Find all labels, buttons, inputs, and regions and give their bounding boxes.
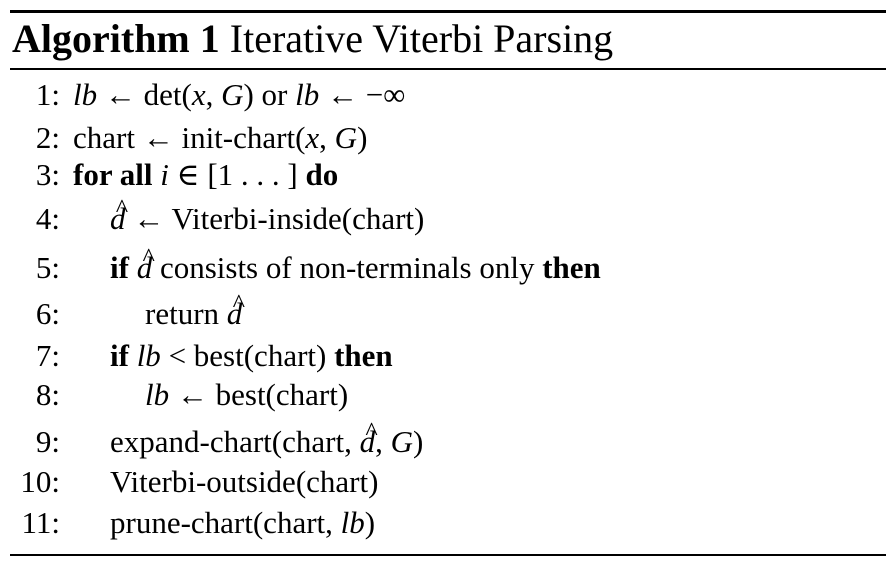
line-code: if d^ consists of non-terminals only the… bbox=[110, 243, 601, 289]
math-variable: lb bbox=[136, 338, 161, 373]
code-text: expand-chart(chart, bbox=[110, 424, 360, 459]
line-code: if lb < best(chart) then bbox=[110, 335, 393, 377]
code-text: chart ← init-chart( bbox=[73, 120, 306, 155]
line-code: lb ← best(chart) bbox=[145, 374, 348, 416]
hat-accent: ^ bbox=[365, 417, 378, 446]
hat-accent: ^ bbox=[115, 194, 129, 223]
caption-rule bbox=[10, 68, 886, 70]
hat-accent: ^ bbox=[232, 289, 245, 318]
line-number: 3: bbox=[35, 157, 60, 192]
line-code: for all i ∈ [1 . . . ] do bbox=[73, 154, 338, 196]
keyword: if bbox=[110, 338, 129, 373]
code-text: ← Viterbi-inside(chart) bbox=[125, 201, 425, 236]
line-code: d^ ← Viterbi-inside(chart) bbox=[110, 194, 425, 240]
code-text bbox=[129, 250, 137, 285]
math-variable: d bbox=[359, 424, 376, 459]
code-text: ← −∞ bbox=[319, 77, 406, 112]
code-text: ∈ [1 . . . ] bbox=[168, 157, 306, 192]
code-text: ) bbox=[412, 424, 424, 459]
math-variable: lb bbox=[340, 505, 365, 540]
line-number: 5: bbox=[35, 250, 60, 285]
code-text: ← det( bbox=[97, 77, 192, 112]
math-variable: x bbox=[305, 120, 320, 155]
keyword: if bbox=[110, 250, 129, 285]
line-number: 2: bbox=[35, 120, 60, 155]
code-text: return bbox=[145, 296, 227, 331]
code-text: ) bbox=[357, 120, 368, 155]
line-number: 11: bbox=[21, 505, 60, 540]
keyword: do bbox=[305, 157, 339, 192]
line-number: 1: bbox=[35, 77, 60, 112]
code-text: prune-chart(chart, bbox=[110, 505, 341, 540]
math-variable-d-hat: d^ bbox=[136, 243, 155, 289]
line-number: 10: bbox=[20, 464, 60, 499]
code-text: consists of non-terminals only bbox=[152, 250, 543, 285]
line-code: expand-chart(chart, d^, G) bbox=[110, 417, 424, 463]
line-number: 7: bbox=[35, 338, 60, 373]
math-variable-d-hat: d^ bbox=[359, 417, 378, 463]
math-variable: G bbox=[221, 77, 244, 112]
line-number: 9: bbox=[35, 424, 60, 459]
math-variable: G bbox=[390, 424, 413, 459]
line-code: chart ← init-chart(x, G) bbox=[73, 117, 367, 159]
code-text: ← best(chart) bbox=[169, 377, 349, 412]
keyword: then bbox=[334, 338, 393, 373]
code-text: , bbox=[375, 424, 391, 459]
line-number: 6: bbox=[35, 296, 60, 331]
math-variable: d bbox=[136, 250, 153, 285]
math-variable: lb bbox=[295, 77, 320, 112]
keyword: for all bbox=[73, 157, 153, 192]
code-text: Viterbi-outside(chart) bbox=[110, 464, 379, 499]
line-code: prune-chart(chart, lb) bbox=[110, 502, 375, 544]
hat-accent: ^ bbox=[142, 243, 155, 272]
math-variable-d-hat: d^ bbox=[226, 289, 245, 335]
code-text: ) bbox=[364, 505, 376, 540]
algorithm-label: Algorithm 1 bbox=[12, 16, 220, 61]
code-text: , bbox=[319, 120, 335, 155]
algorithm-title: Iterative Viterbi Parsing bbox=[229, 16, 614, 61]
code-text bbox=[129, 338, 137, 373]
math-variable: x bbox=[191, 77, 206, 112]
math-variable-d-hat: d^ bbox=[110, 194, 128, 240]
line-code: Viterbi-outside(chart) bbox=[110, 461, 378, 503]
math-variable: lb bbox=[145, 377, 170, 412]
math-variable: G bbox=[334, 120, 358, 155]
keyword: then bbox=[542, 250, 601, 285]
line-number: 8: bbox=[35, 377, 60, 412]
algorithm-caption: Algorithm 1 Iterative Viterbi Parsing bbox=[12, 14, 613, 64]
math-variable: i bbox=[160, 157, 169, 192]
top-rule bbox=[10, 10, 886, 13]
line-code: return d^ bbox=[145, 289, 245, 335]
bottom-rule bbox=[10, 554, 886, 556]
math-variable: lb bbox=[73, 77, 98, 112]
math-variable: d bbox=[226, 296, 243, 331]
line-code: lb ← det(x, G) or lb ← −∞ bbox=[73, 74, 405, 116]
code-text: < best(chart) bbox=[160, 338, 335, 373]
math-variable: d bbox=[110, 201, 126, 236]
code-text: , bbox=[205, 77, 222, 112]
code-text: ) or bbox=[243, 77, 296, 112]
line-number: 4: bbox=[35, 201, 60, 236]
